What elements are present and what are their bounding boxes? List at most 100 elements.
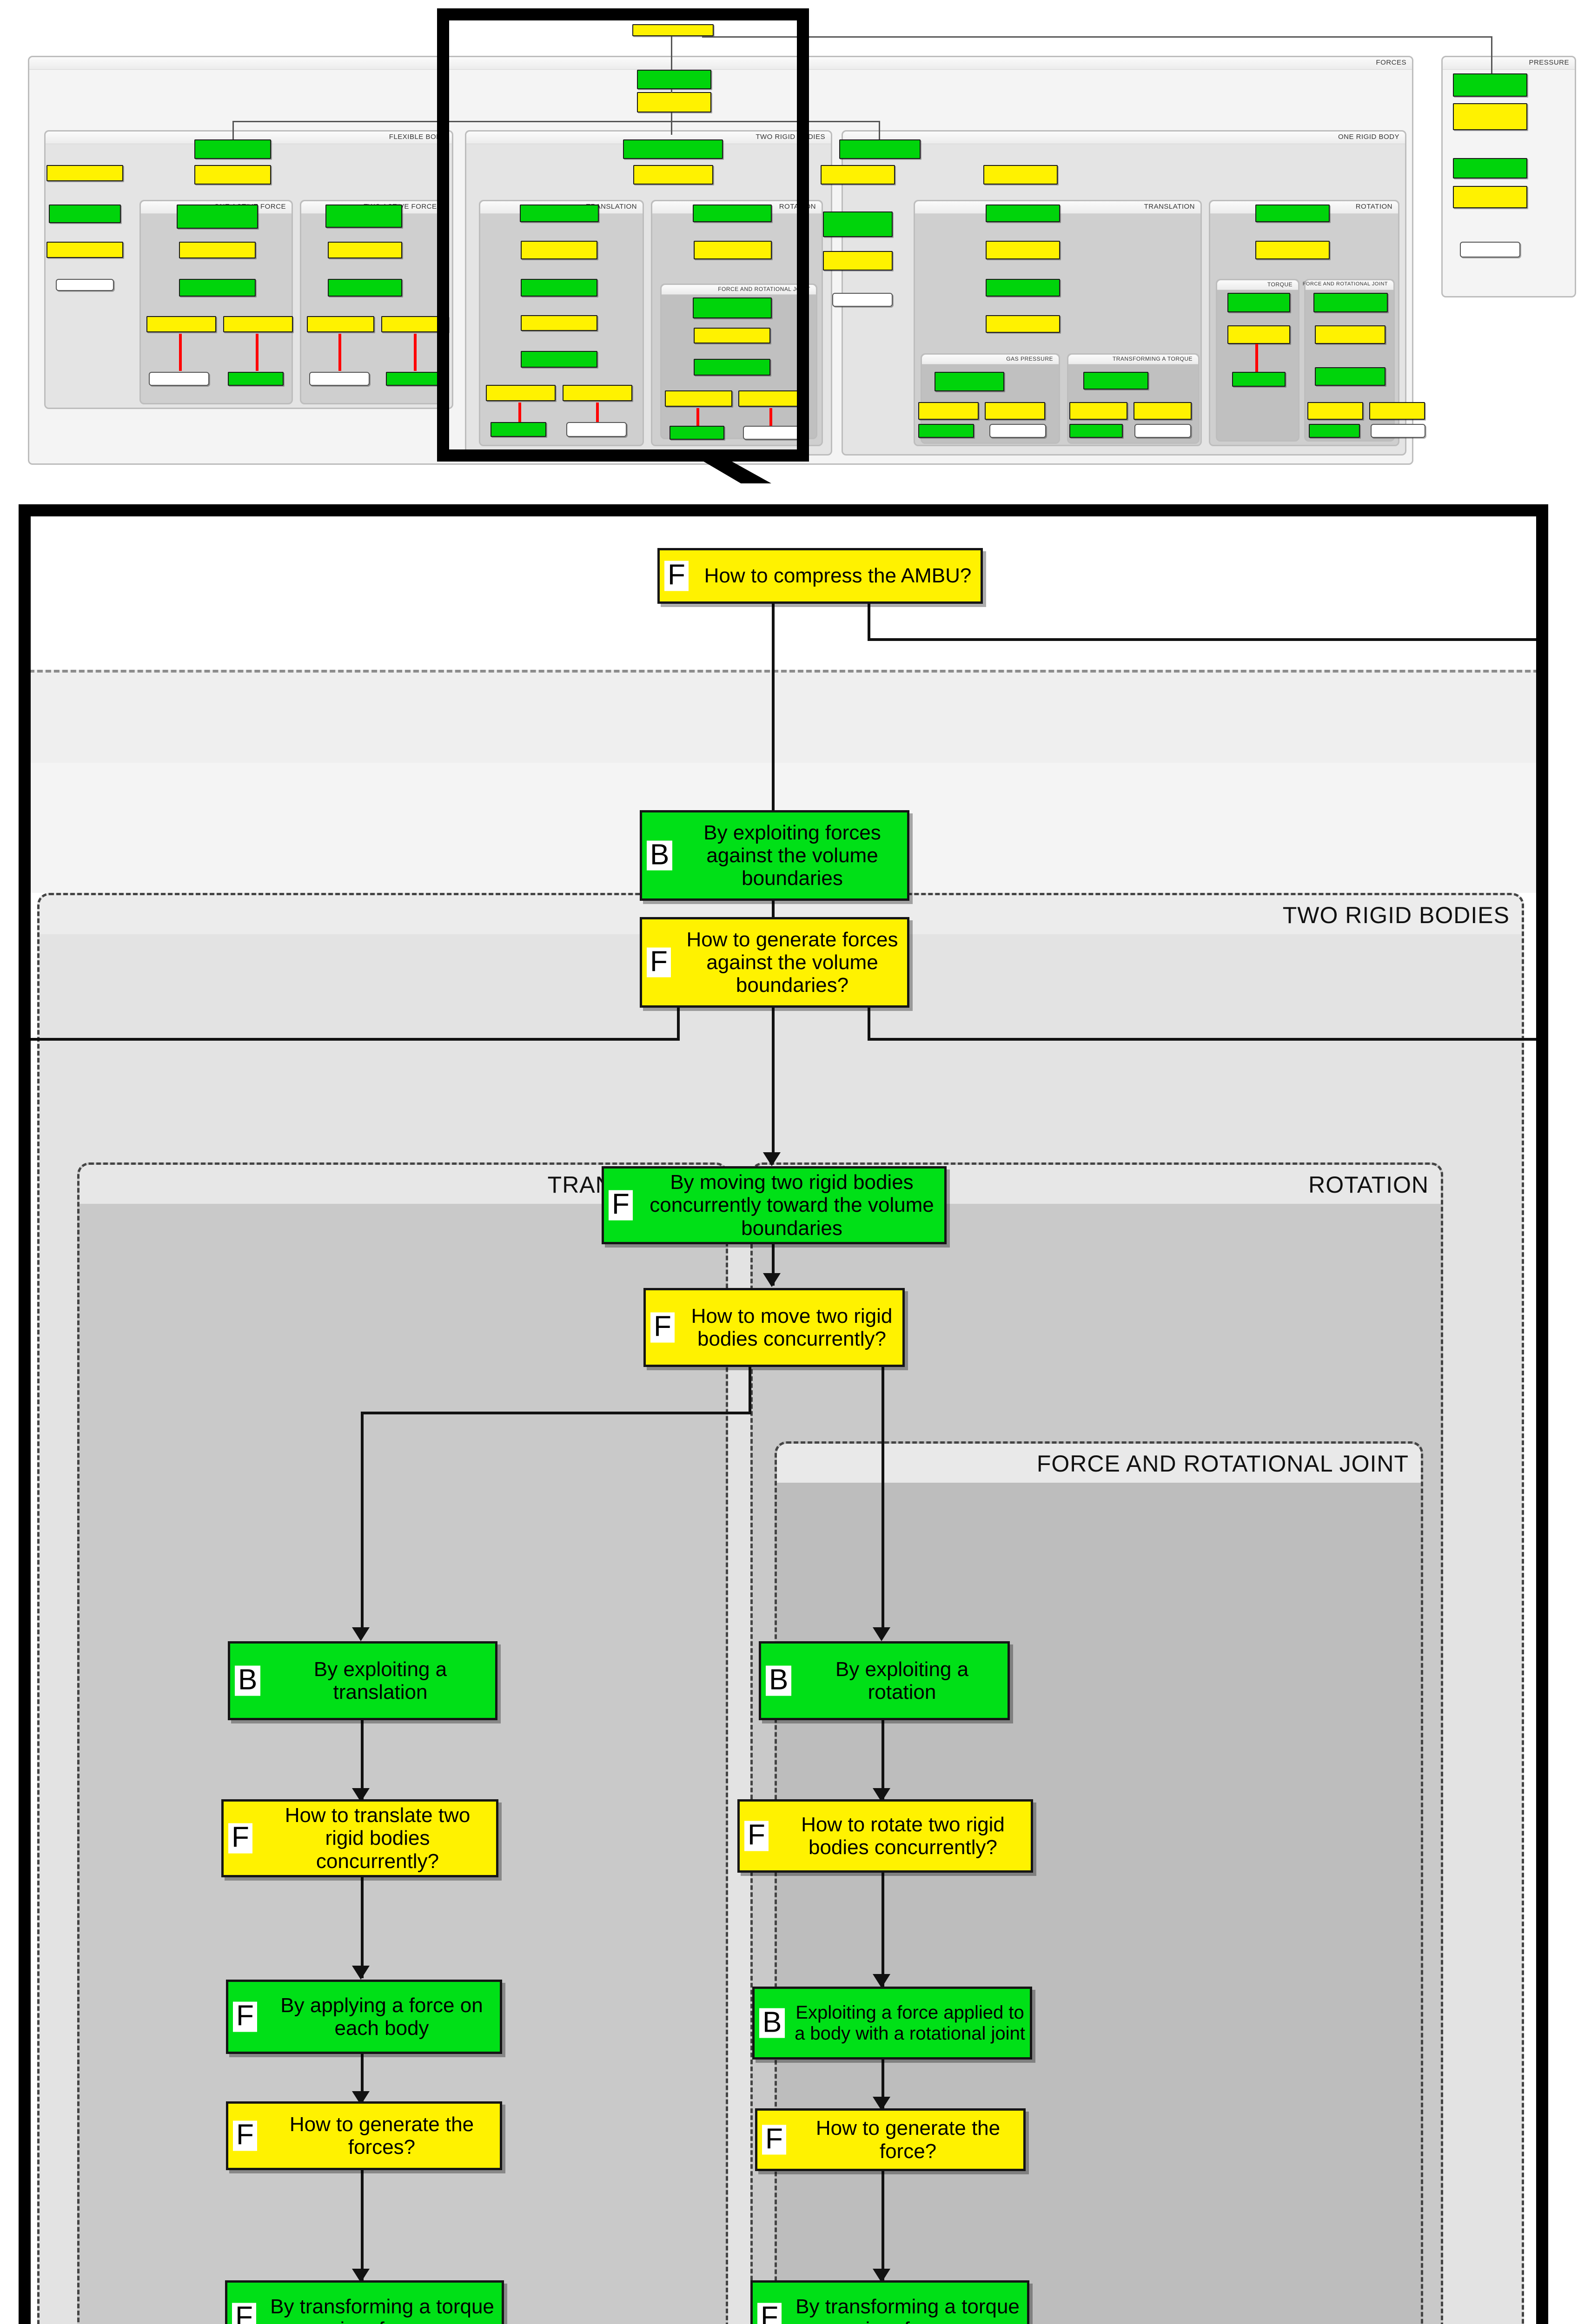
overview-zone-title: ONE RIGID BODY (1338, 133, 1399, 141)
overview-zone-header (1068, 355, 1198, 364)
overview-node (491, 422, 546, 437)
connector (361, 1720, 364, 1799)
overview-node (1313, 293, 1388, 312)
overview-node-matrix-row (566, 422, 627, 437)
overview-node (521, 351, 597, 368)
overview-node (328, 279, 402, 297)
badge-function-icon: F (609, 1190, 633, 1221)
badge-function-icon: F (744, 1821, 769, 1851)
connector (882, 1720, 884, 1799)
overview-node (486, 385, 556, 401)
overview-node (194, 139, 271, 159)
node-by-transforming-a-torque-in-a-force-rotation[interactable]: F By transforming a torque in a force (750, 2280, 1029, 2324)
overview-node (46, 165, 123, 181)
zone-title-force-and-rotational-joint: FORCE AND ROTATIONAL JOINT (1036, 1451, 1409, 1477)
node-label: By applying a force on each body (280, 1994, 483, 2040)
connector (361, 1412, 364, 1637)
overview-node (521, 315, 597, 331)
arrowhead (873, 1974, 890, 1988)
overview-zone-header (1443, 57, 1575, 70)
overview-node (935, 372, 1004, 391)
badge-function-icon: F (757, 2303, 782, 2324)
badge-function-icon: F (232, 2303, 256, 2324)
overview-node (693, 297, 772, 318)
overview-node (632, 24, 714, 36)
node-how-to-generate-the-force[interactable]: F How to generate the force? (755, 2108, 1026, 2171)
overview-node (694, 241, 772, 259)
overview-node (1453, 73, 1527, 97)
overview-node-matrix-row (1134, 424, 1191, 438)
overview-zone-title: TORQUE (1267, 281, 1293, 288)
overview-zone-title: TRANSFORMING A TORQUE (1112, 356, 1193, 362)
node-by-applying-a-force-on-each-body[interactable]: F By applying a force on each body (226, 1980, 502, 2054)
badge-function-icon: F (647, 947, 671, 977)
node-by-transforming-a-torque-in-a-force-translation[interactable]: F By transforming a torque in a force (225, 2280, 504, 2324)
badge-function-icon: F (664, 561, 689, 591)
node-by-exploiting-forces-against-volume-boundaries[interactable]: B By exploiting forces against the volum… (640, 810, 909, 901)
node-label: How to rotate two rigid bodies concurren… (801, 1813, 1005, 1859)
node-label: By moving two rigid bodies concurrently … (650, 1171, 934, 1240)
overview-zone-one-active-force: ONE ACTIVE FORCE (139, 200, 293, 404)
overview-node (1232, 372, 1286, 387)
overview-node (823, 251, 893, 271)
node-how-to-rotate-two-rigid-bodies-concurrently[interactable]: F How to rotate two rigid bodies concurr… (737, 1799, 1033, 1873)
overview-node (1315, 367, 1385, 386)
node-exploiting-a-force-applied-to-a-body-with-rotational-joint[interactable]: B Exploiting a force applied to a body w… (752, 1987, 1032, 2060)
overview-node (986, 205, 1060, 222)
overview-node (1255, 241, 1330, 259)
node-label: Exploiting a force applied to a body wit… (795, 2002, 1025, 2044)
overview-node (49, 205, 121, 223)
node-how-to-translate-two-rigid-bodies-concurrently[interactable]: F How to translate two rigid bodies conc… (221, 1799, 498, 1877)
overview-zone-title: FORCES (1376, 59, 1406, 66)
node-how-to-move-two-rigid-bodies-concurrently[interactable]: F How to move two rigid bodies concurren… (643, 1288, 905, 1367)
connector (361, 2166, 364, 2280)
node-label: How to compress the AMBU? (704, 564, 972, 588)
connector (772, 1007, 775, 1160)
overview-node-matrix-row (149, 372, 209, 386)
overview-node (146, 316, 216, 332)
overview-node (179, 279, 256, 297)
connector (361, 2053, 364, 2101)
connector (772, 1244, 775, 1286)
overview-node-matrix-row (743, 426, 802, 440)
overview-node-matrix-row (309, 372, 370, 386)
badge-function-icon: F (762, 2125, 786, 2155)
overview-zone-header (922, 355, 1059, 364)
node-label: How to move two rigid bodies concurrentl… (691, 1304, 893, 1350)
overview-zone-header (843, 132, 1405, 144)
node-label: By exploiting forces against the volume … (703, 821, 881, 890)
overview-node-matrix-row (832, 293, 893, 307)
overview-zone-title: FLEXIBLE BODY (389, 133, 446, 141)
connector (882, 1367, 884, 1637)
node-root-how-to-compress-the-ambu[interactable]: F How to compress the AMBU? (657, 548, 983, 604)
badge-behaviour-icon: B (235, 1665, 261, 1696)
overview-node (179, 242, 256, 258)
overview-node (328, 242, 402, 258)
overview-node (307, 316, 374, 332)
overview-node (1453, 186, 1527, 208)
connector (882, 1873, 884, 1987)
overview-node (986, 315, 1060, 333)
overview-thumbnail: FORCES PRESSURE FLEXIBLE BODY ONE ACTIVE… (0, 0, 1591, 483)
node-by-moving-two-rigid-bodies-concurrently[interactable]: F By moving two rigid bodies concurrentl… (602, 1166, 947, 1244)
node-by-exploiting-a-translation[interactable]: B By exploiting a translation (228, 1641, 497, 1720)
overview-node (665, 390, 732, 407)
node-by-exploiting-a-rotation[interactable]: B By exploiting a rotation (759, 1641, 1010, 1720)
overview-node (177, 205, 258, 229)
overview-node (918, 424, 974, 438)
overview-zone-header (1217, 280, 1298, 290)
connector (361, 1876, 364, 1978)
badge-behaviour-icon: B (759, 2008, 785, 2038)
connector (868, 603, 870, 640)
overview-node (694, 328, 770, 343)
node-how-to-generate-the-forces[interactable]: F How to generate the forces? (226, 2101, 502, 2170)
overview-node (1453, 158, 1527, 178)
overview-callout-leg (697, 458, 771, 483)
overview-node-matrix-row (989, 424, 1046, 438)
overview-node (325, 205, 402, 228)
node-how-to-generate-forces-against-volume-boundaries[interactable]: F How to generate forces against the vol… (640, 917, 909, 1008)
overview-node (223, 316, 293, 332)
overview-node (693, 205, 772, 222)
overview-zone-title: FORCE AND ROTATIONAL JOINT (1302, 281, 1388, 287)
connector (868, 1007, 870, 1040)
